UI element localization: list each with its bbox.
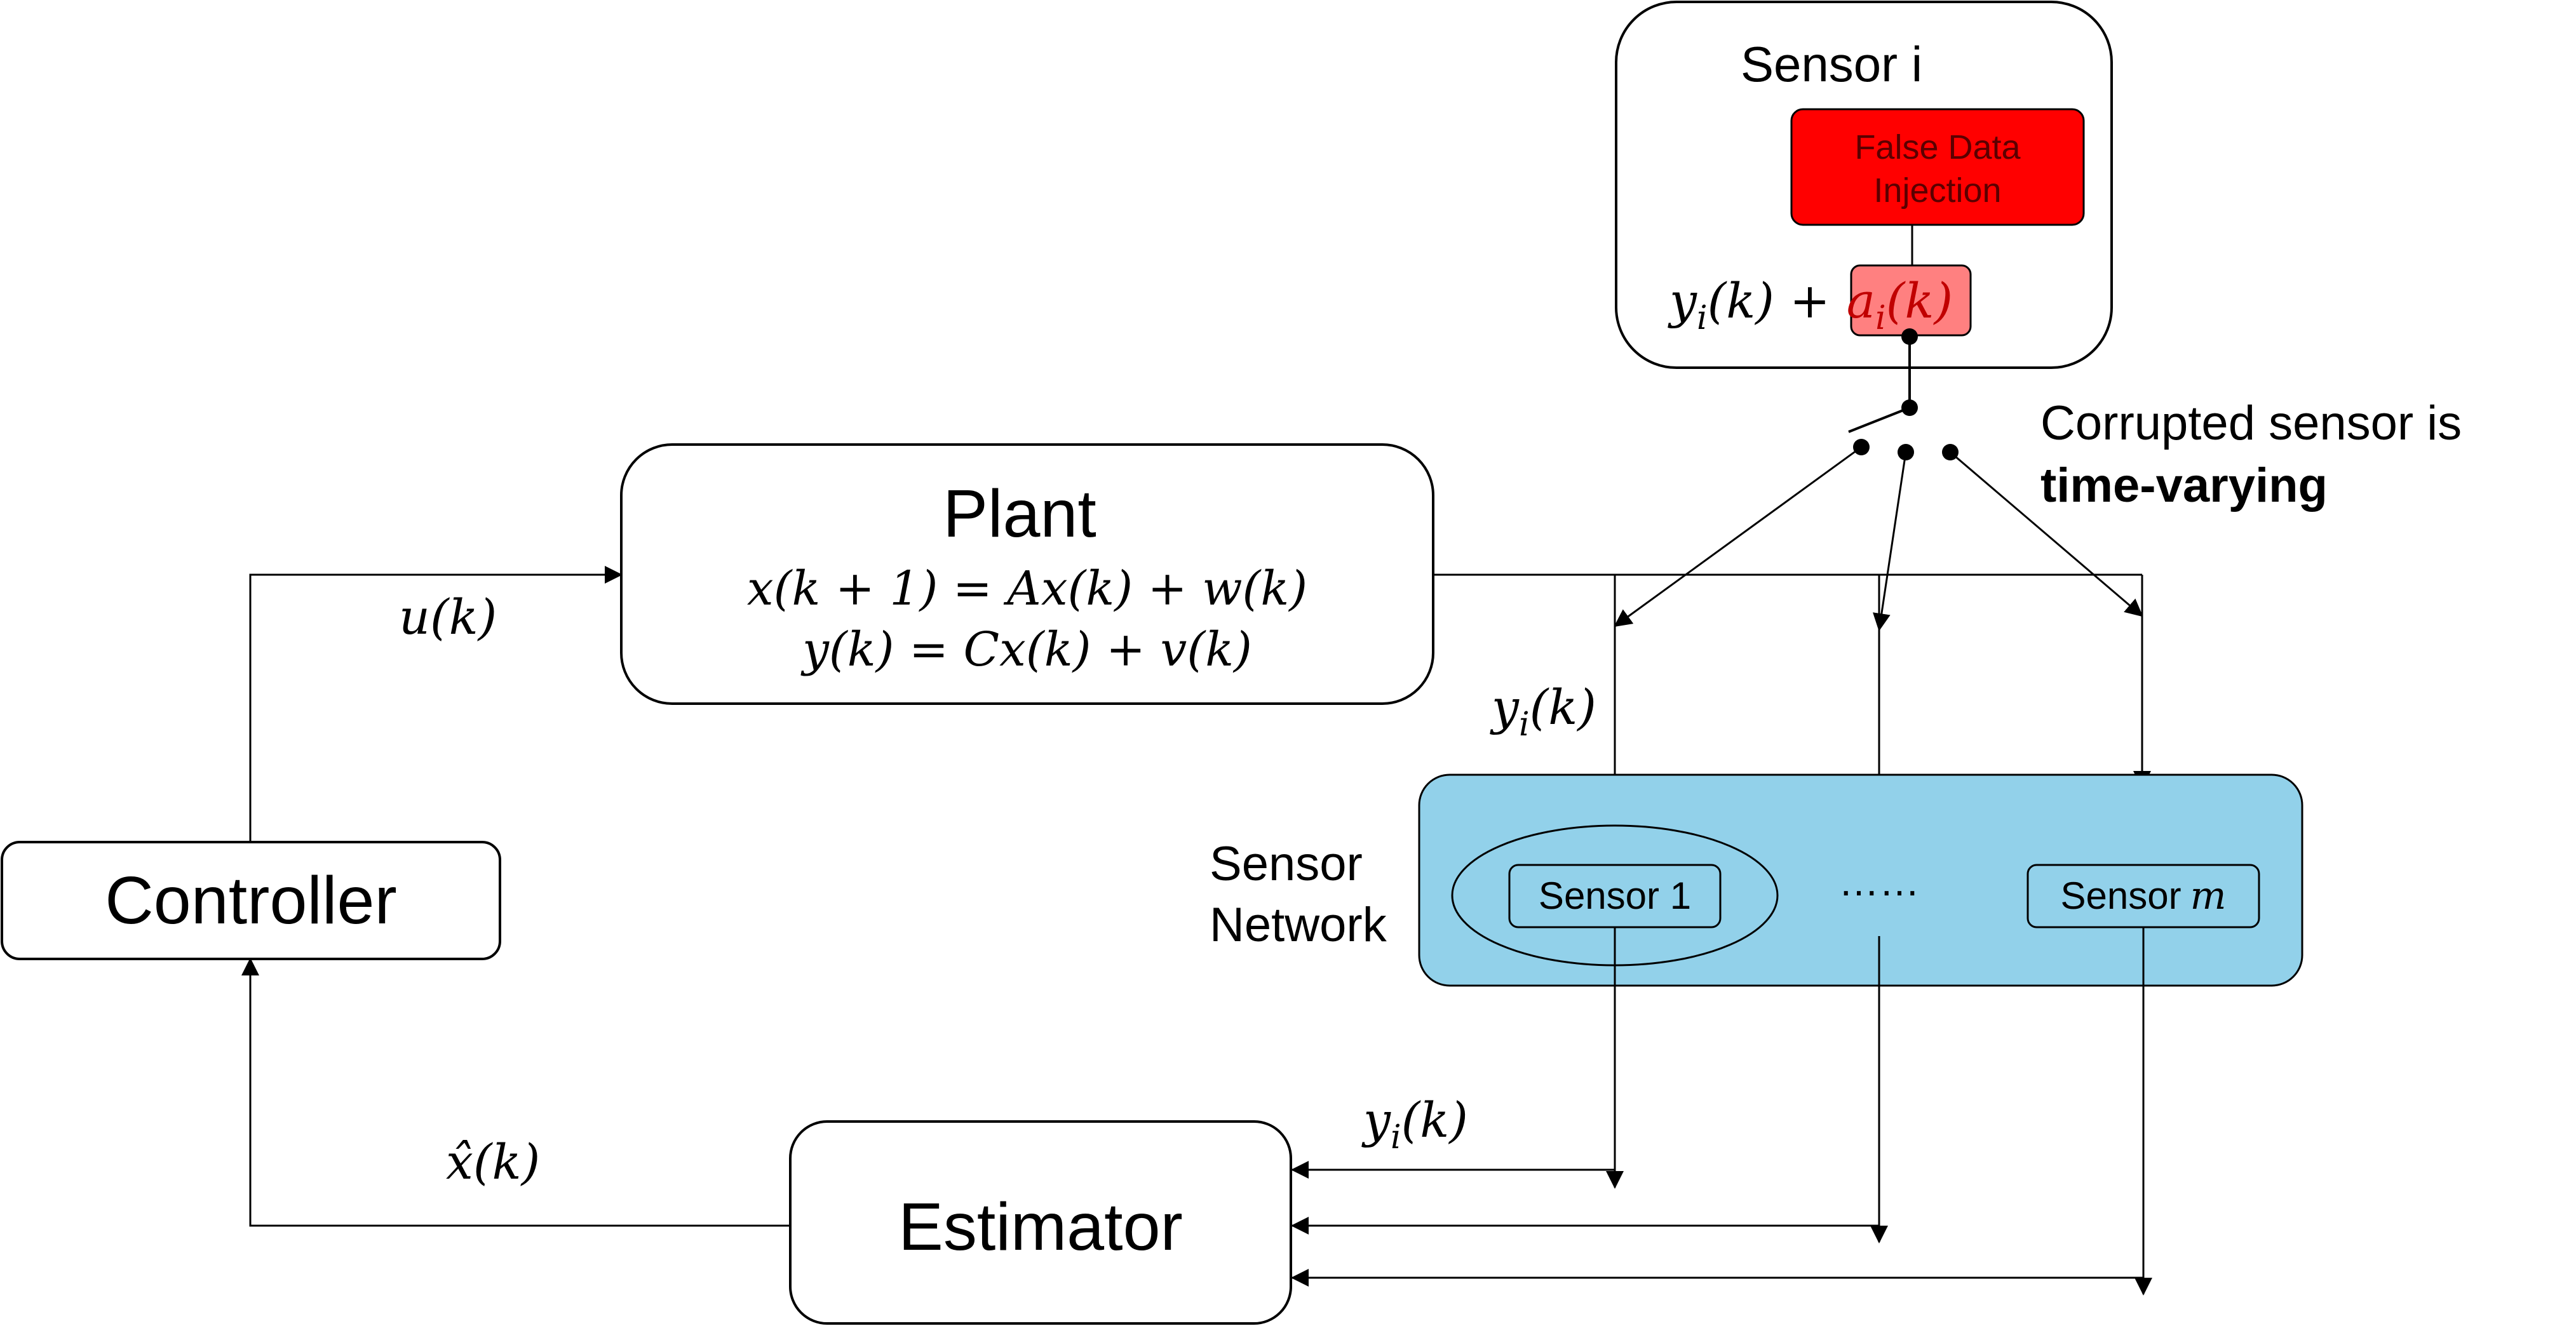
measurement-label-top: yi(k): [1490, 679, 1596, 744]
controller-box: Controller: [1, 841, 501, 960]
sensor-1-label: Sensor 1: [1539, 874, 1691, 917]
sensor-i-box: Sensor i False Data Injection yi(k) +ai(…: [1615, 1, 2113, 369]
plant-box: Plant x(k + 1) = Ax(k) + w(k) y(k) = Cx(…: [620, 443, 1434, 705]
plant-title: Plant: [943, 476, 1096, 551]
estimator-box: Estimator: [789, 1120, 1292, 1325]
eq-a-arg: (k): [1886, 272, 1953, 329]
eq-y: y: [1668, 272, 1697, 329]
fanout-arrow-sensorm: [1950, 451, 2143, 617]
estimator-label: Estimator: [898, 1189, 1183, 1264]
switch-lever: [1848, 406, 1910, 433]
sensor-i-title: Sensor i: [1741, 36, 1922, 92]
eq-y-sub: i: [1697, 299, 1708, 337]
fanout-arrow-middle: [1873, 452, 1907, 631]
controller-label: Controller: [105, 863, 397, 938]
sensor-network-ellipsis: ……: [1838, 859, 1920, 904]
estimate-signal-label: x̂(k): [446, 1134, 540, 1190]
sensor-i-equation: yi(k) +ai(k): [1668, 272, 1953, 337]
corrupted-note-line2: time-varying: [2040, 459, 2328, 512]
sensor-network-label-line2: Network: [1210, 898, 1387, 952]
sensor-network-label-line1: Sensor: [1210, 837, 1363, 891]
plant-output-equation: y(k) = Cx(k) + v(k): [800, 622, 1252, 677]
fdi-label-line1: False Data: [1854, 128, 2021, 166]
control-signal-label: u(k): [399, 589, 497, 645]
eq-a: a: [1847, 272, 1875, 329]
false-data-injection-box: False Data Injection: [1790, 108, 2085, 226]
plant-state-equation: x(k + 1) = Ax(k) + w(k): [747, 561, 1307, 616]
fdi-label-line2: Injection: [1873, 171, 2001, 210]
measurement-label-bottom: yi(k): [1361, 1092, 1468, 1156]
estimate-signal-line: [241, 958, 790, 1227]
fanout-arrow-sensor1: [1614, 446, 1862, 627]
eq-a-sub: i: [1875, 299, 1886, 337]
control-signal-line: [249, 566, 623, 842]
eq-y-arg: (k) +: [1708, 272, 1830, 329]
corrupted-note-line1: Corrupted sensor is: [2040, 396, 2462, 450]
